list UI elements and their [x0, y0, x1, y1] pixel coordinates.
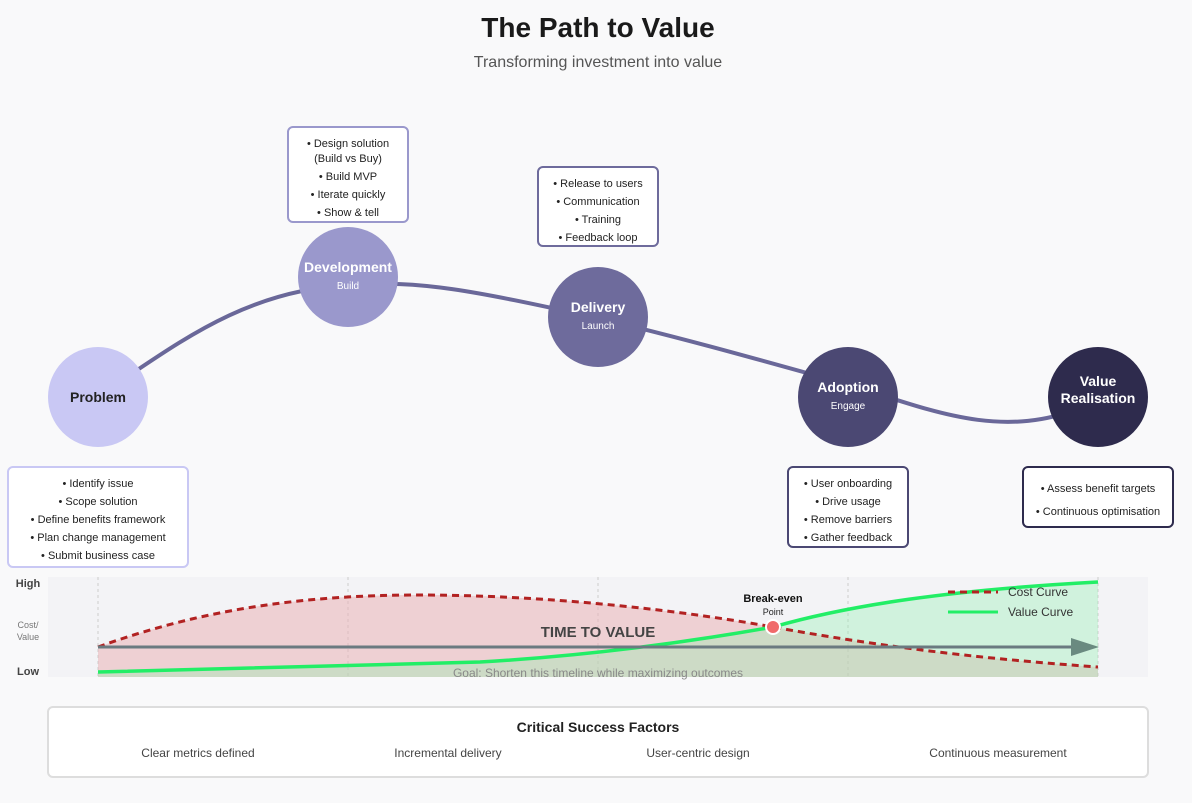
time-to-value-label: TIME TO VALUE — [541, 624, 655, 641]
stage-adoption: Adoption Engage — [798, 347, 898, 447]
stage-title: Adoption — [817, 379, 878, 395]
task-item: • Release to users — [553, 178, 643, 190]
stage-title-line2: Realisation — [1061, 390, 1136, 406]
axis-label-line1: Cost/ — [17, 620, 39, 630]
stage-title: Development — [304, 259, 392, 275]
task-item: • Plan change management — [30, 532, 165, 544]
task-item: • Training — [575, 214, 621, 226]
task-item: • Scope solution — [58, 496, 137, 508]
stage-problem: Problem — [48, 347, 148, 447]
stage-title: Problem — [70, 389, 126, 405]
stage-circle — [1048, 347, 1148, 447]
success-factor-item: Continuous measurement — [929, 746, 1067, 760]
task-item: • Feedback loop — [558, 232, 637, 244]
stage-circle — [798, 347, 898, 447]
axis-low-label: Low — [17, 666, 39, 678]
time-arrow-head — [1071, 638, 1099, 656]
legend-label-value: Value Curve — [1008, 605, 1073, 619]
task-item: • User onboarding — [804, 478, 892, 490]
stage-value-realisation: Value Realisation — [1048, 347, 1148, 447]
stage-subtitle: Launch — [582, 321, 615, 332]
chart-legend: Cost Curve Value Curve — [948, 585, 1073, 619]
task-item: • Identify issue — [62, 478, 133, 490]
breakeven-subtitle: Point — [763, 607, 784, 617]
task-box-adoption: • User onboarding • Drive usage • Remove… — [787, 466, 909, 548]
value-area — [98, 582, 1098, 677]
page-title: The Path to Value — [481, 12, 714, 43]
task-item: • Drive usage — [815, 496, 881, 508]
task-item: (Build vs Buy) — [314, 153, 382, 165]
stage-circle — [298, 227, 398, 327]
time-to-value-chart: TIME TO VALUE Goal: Shorten this timelin… — [16, 577, 1148, 680]
success-factor-item: Clear metrics defined — [141, 746, 254, 760]
success-factor-item: User-centric design — [646, 746, 749, 760]
success-factors-panel: Critical Success Factors Clear metrics d… — [47, 706, 1149, 778]
task-item: • Design solution — [307, 138, 389, 150]
success-factor-item: Incremental delivery — [394, 746, 501, 760]
task-item: • Communication — [556, 196, 639, 208]
task-item: • Iterate quickly — [311, 189, 386, 201]
success-factors-title: Critical Success Factors — [517, 719, 680, 735]
task-box-delivery: • Release to users • Communication • Tra… — [537, 166, 659, 247]
task-item: • Continuous optimisation — [1036, 506, 1160, 518]
task-item: • Show & tell — [317, 207, 379, 219]
goal-text: Goal: Shorten this timeline while maximi… — [453, 666, 743, 680]
task-item: • Build MVP — [319, 171, 377, 183]
cost-curve — [97, 593, 1099, 669]
stage-title: Value — [1080, 373, 1117, 389]
stage-title: Delivery — [571, 299, 626, 315]
task-item: • Assess benefit targets — [1041, 483, 1156, 495]
page-subtitle: Transforming investment into value — [474, 54, 723, 71]
stage-subtitle: Engage — [831, 401, 866, 412]
breakeven-marker — [765, 619, 781, 635]
task-item: • Submit business case — [41, 550, 155, 562]
breakeven-title: Break-even — [743, 593, 803, 605]
task-box-value-realisation: • Assess benefit targets • Continuous op… — [1022, 466, 1174, 528]
legend-label-cost: Cost Curve — [1008, 585, 1068, 599]
stage-delivery: Delivery Launch — [548, 267, 648, 367]
stage-subtitle: Build — [337, 281, 359, 292]
success-factors-box — [47, 706, 1149, 778]
task-box-problem: • Identify issue • Scope solution • Defi… — [7, 466, 189, 568]
stage-circle — [548, 267, 648, 367]
task-item: • Define benefits framework — [31, 514, 166, 526]
task-item: • Gather feedback — [804, 532, 893, 544]
stage-development: Development Build — [298, 227, 398, 327]
task-box-development: • Design solution (Build vs Buy) • Build… — [287, 126, 409, 223]
task-item: • Remove barriers — [804, 514, 893, 526]
stage-circle — [48, 347, 148, 447]
axis-high-label: High — [16, 578, 41, 590]
axis-label-line2: Value — [17, 632, 39, 642]
cost-area — [98, 595, 1098, 677]
